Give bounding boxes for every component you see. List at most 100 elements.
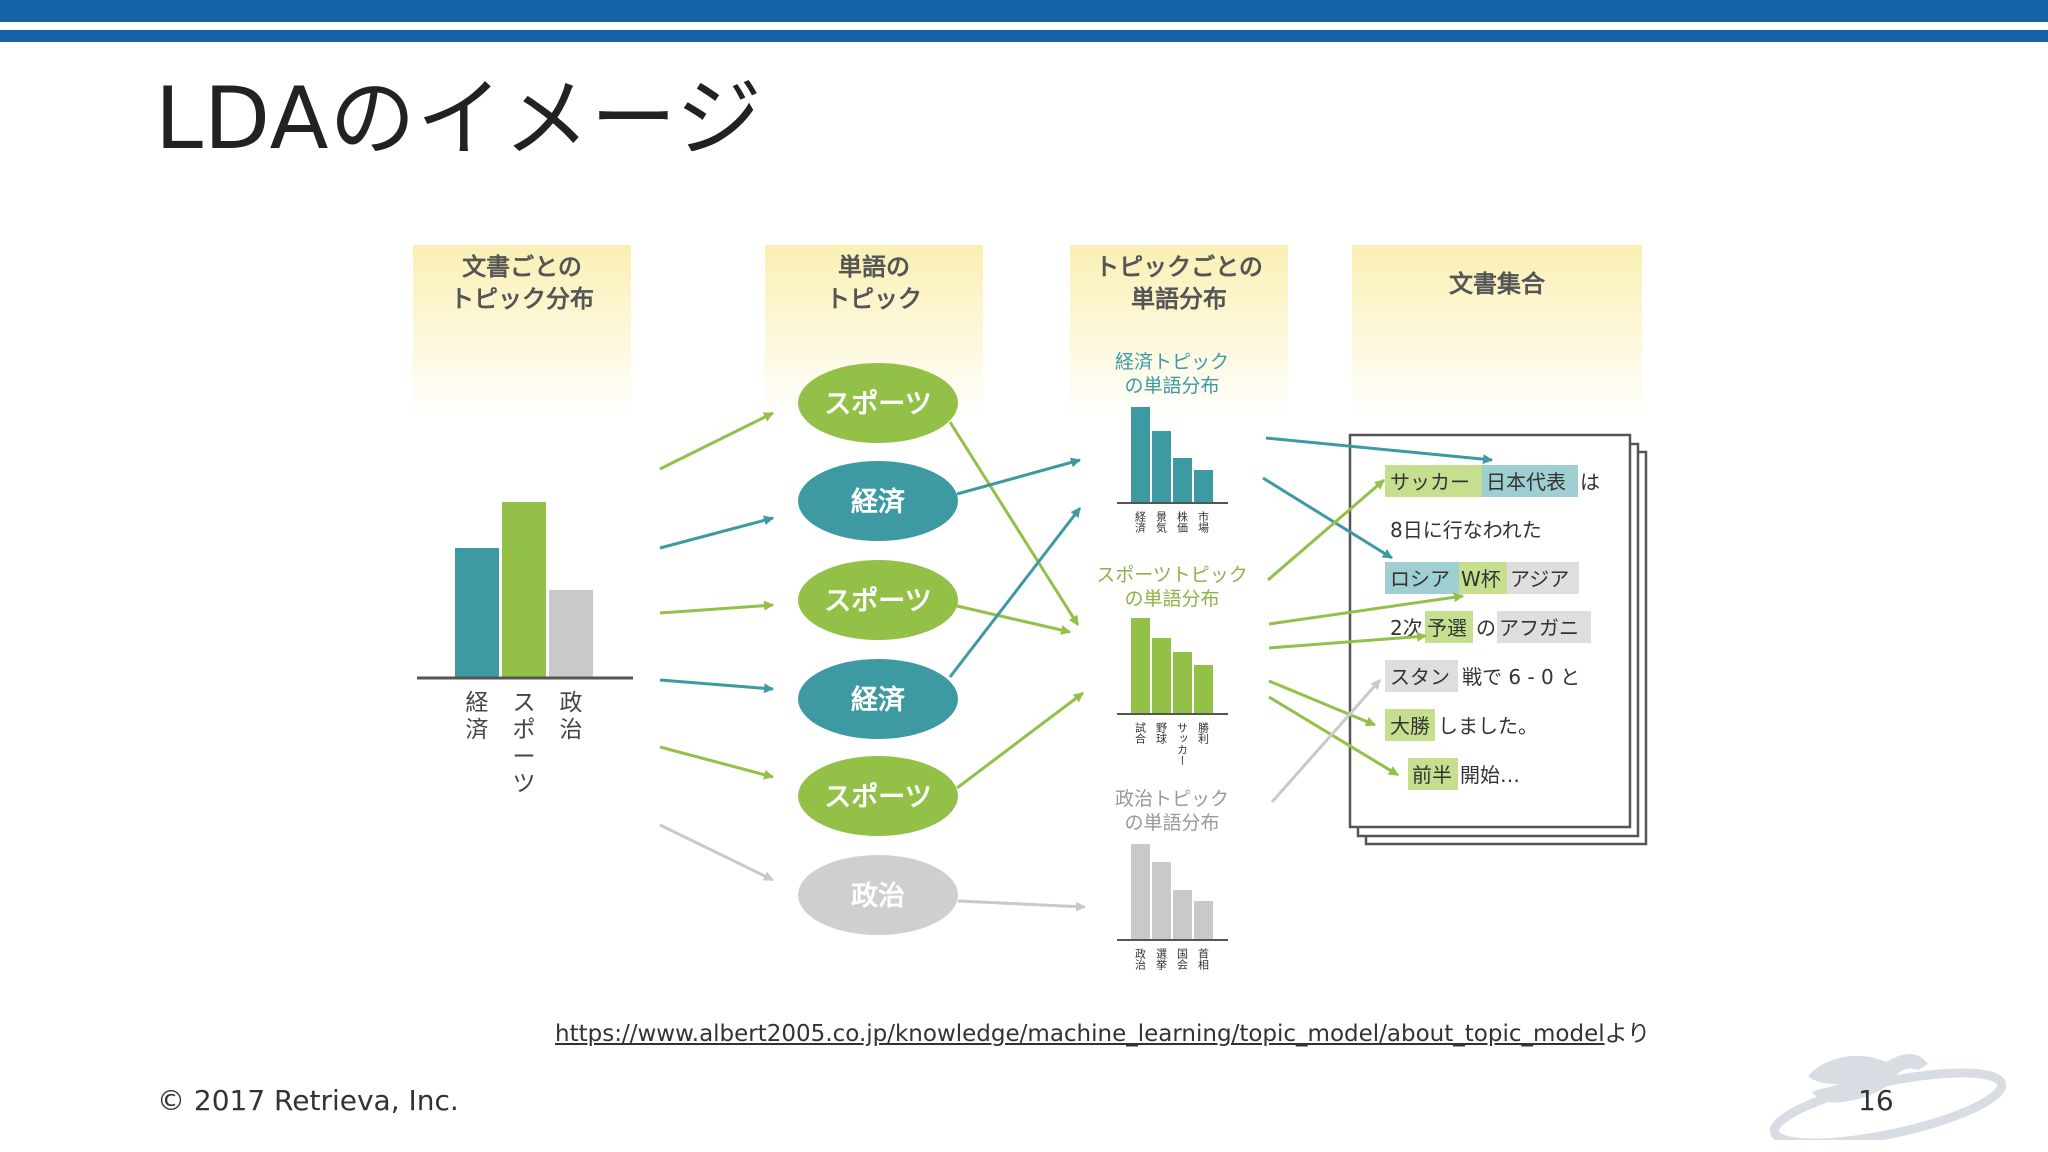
econ-word-4: 市場 xyxy=(1197,510,1210,534)
doc-l4-b: 予選 xyxy=(1427,616,1467,640)
econ-word-3: 株価 xyxy=(1176,510,1189,533)
hl-l3-a xyxy=(1385,562,1459,594)
header-word-topic-line2: トピック xyxy=(826,285,922,313)
arrow-politics-to-doc xyxy=(1270,679,1382,803)
politics-word-bar-3 xyxy=(1173,890,1192,940)
arrow-to-oval-5 xyxy=(659,745,774,780)
arrow-sports-to-doc-1 xyxy=(1267,478,1385,582)
lda-diagram: 文書ごとの トピック分布 単語の トピック トピックごとの 単語分布 文書集合 … xyxy=(413,245,1648,971)
header-word-topic-line1: 単語の xyxy=(838,253,910,281)
hl-l7-a xyxy=(1408,758,1458,790)
politics-word-bar-1 xyxy=(1131,844,1150,940)
copyright: © 2017 Retrieva, Inc. xyxy=(157,1084,459,1117)
sports-word-bar-1 xyxy=(1131,618,1150,714)
doc-l4-d: アフガニ xyxy=(1499,616,1579,640)
sports-word-bar-4 xyxy=(1194,665,1213,714)
arrow-oval6-to-politics xyxy=(957,899,1086,912)
header-bar-bottom xyxy=(0,30,2048,42)
econ-word-bar-2 xyxy=(1152,431,1171,503)
sports-word-2: 野球 xyxy=(1155,722,1168,744)
doc-l1-b: 日本代表 xyxy=(1486,470,1566,494)
header-topic-word-line2: 単語分布 xyxy=(1131,285,1227,313)
word-topic-oval-6 xyxy=(798,855,958,935)
doc-l3-c: アジア xyxy=(1510,567,1569,591)
econ-topic-label-line2: の単語分布 xyxy=(1124,375,1219,397)
header-doc-topic-line2: トピック分布 xyxy=(450,285,594,313)
sports-word-1: 試合 xyxy=(1134,721,1147,744)
doc-l3-a: ロシア xyxy=(1390,567,1450,591)
doc-topic-label-sports-2: ポ xyxy=(513,717,536,743)
word-topic-oval-6-label: 政治 xyxy=(851,881,905,912)
econ-word-bar-1 xyxy=(1131,407,1150,503)
source-link[interactable]: https://www.albert2005.co.jp/knowledge/m… xyxy=(555,1021,1605,1047)
doc-l5-a: スタン xyxy=(1390,665,1450,689)
header-topic-word-bg xyxy=(1070,245,1288,420)
doc-topic-bar-econ xyxy=(455,548,499,678)
econ-word-bar-3 xyxy=(1173,458,1192,503)
politics-word-bar-4 xyxy=(1194,901,1213,940)
word-topic-oval-5-label: スポーツ xyxy=(824,782,931,813)
slide-title: LDAのイメージ xyxy=(155,69,763,169)
sports-word-bar-2 xyxy=(1152,638,1171,714)
arrow-to-oval-4 xyxy=(659,678,774,694)
hl-l4-b xyxy=(1425,611,1473,643)
sports-topic-label-line1: スポーツトピック xyxy=(1096,564,1248,586)
doc-line-3: ロシア W杯 アジア xyxy=(1390,567,1569,591)
econ-topic-label-line1: 経済トピック xyxy=(1115,351,1229,373)
word-topic-oval-5 xyxy=(798,756,958,836)
arrow-oval1-to-sports xyxy=(948,421,1080,626)
doc-line-2: 8日に行なわれた xyxy=(1390,518,1542,542)
sports-word-4: 勝利 xyxy=(1197,721,1210,744)
word-topic-oval-4 xyxy=(798,659,958,739)
sports-topic-label-line2: の単語分布 xyxy=(1124,588,1219,610)
arrow-oval3-to-sports xyxy=(956,604,1071,635)
econ-word-bar-4 xyxy=(1194,470,1213,503)
doc-topic-label-politics-2: 治 xyxy=(560,717,583,743)
hl-l1-b xyxy=(1482,465,1578,497)
doc-l7-a: 前半 xyxy=(1412,763,1452,787)
arrow-oval5-to-sports xyxy=(956,691,1084,790)
politics-word-3: 国会 xyxy=(1176,948,1189,970)
arrow-sports-to-doc-3 xyxy=(1268,631,1427,650)
hl-l6-a xyxy=(1385,709,1435,741)
logo-dog xyxy=(1808,1054,1928,1103)
header-corpus-bg xyxy=(1352,245,1642,420)
arrow-sports-to-doc-5 xyxy=(1268,695,1399,777)
hl-l5-a xyxy=(1385,660,1458,692)
doc-line-4: 2次 予選 の アフガニ xyxy=(1390,616,1579,640)
word-topic-oval-4-label: 経済 xyxy=(851,684,906,716)
politics-topic-label-line1: 政治トピック xyxy=(1115,788,1229,810)
hl-l4-d xyxy=(1497,611,1591,643)
doc-topic-label-politics-1: 政 xyxy=(560,690,583,716)
word-topic-oval-2-label: 経済 xyxy=(851,486,906,518)
doc-l5-b: 戦で 6 - 0 と xyxy=(1462,665,1580,689)
retrieva-logo xyxy=(1769,1054,2007,1140)
doc-l3-b: W杯 xyxy=(1461,567,1501,591)
econ-word-1: 経済 xyxy=(1134,511,1147,533)
header-bar-top xyxy=(0,0,2048,22)
page-number: 16 xyxy=(1858,1084,1894,1117)
politics-word-2: 選挙 xyxy=(1155,948,1168,970)
arrow-to-oval-2 xyxy=(659,515,774,550)
arrow-oval4-to-econ xyxy=(948,507,1082,678)
doc-topic-label-sports-4: ツ xyxy=(513,771,536,797)
politics-word-bar-2 xyxy=(1152,862,1171,940)
doc-line-6: 大勝 しました。 xyxy=(1390,714,1538,738)
sports-word-bar-3 xyxy=(1173,652,1192,714)
word-topic-oval-3-label: スポーツ xyxy=(824,586,931,617)
doc-topic-label-sports-1: ス xyxy=(513,690,536,716)
arrow-econ-to-doc-2 xyxy=(1262,476,1393,560)
politics-word-4: 首相 xyxy=(1197,947,1210,970)
doc-l6-b: しました。 xyxy=(1438,714,1538,738)
doc-topic-label-econ-2: 済 xyxy=(466,717,489,743)
header-doc-topic-line1: 文書ごとの xyxy=(462,253,582,281)
word-topic-oval-3 xyxy=(798,560,958,640)
header-corpus: 文書集合 xyxy=(1449,270,1546,298)
word-topic-oval-1 xyxy=(798,363,958,443)
econ-word-2: 景気 xyxy=(1155,511,1168,534)
arrow-to-oval-1 xyxy=(659,411,774,471)
doc-line-5: スタン 戦で 6 - 0 と xyxy=(1390,665,1580,689)
sports-word-3: サッカー xyxy=(1176,722,1189,766)
arrow-oval2-to-econ xyxy=(956,457,1081,496)
arrow-to-oval-6 xyxy=(659,823,774,882)
